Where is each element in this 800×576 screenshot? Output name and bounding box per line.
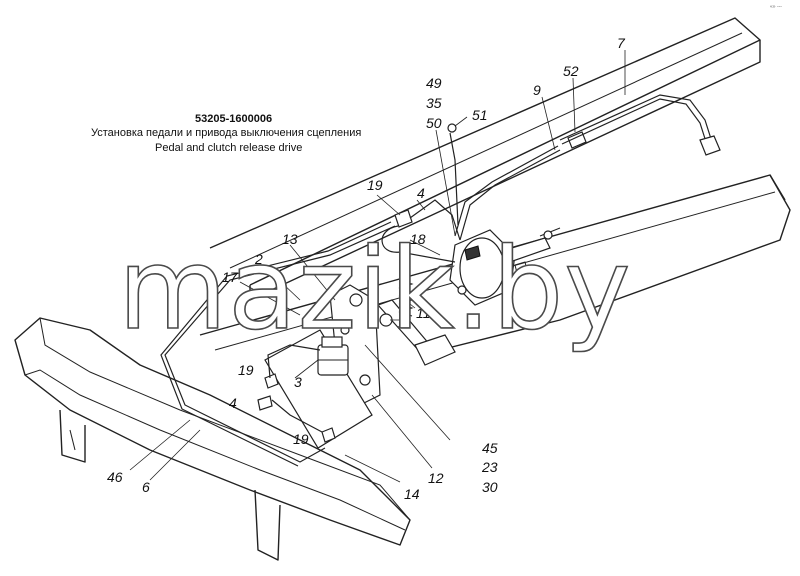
- callout-13: 13: [282, 231, 298, 247]
- drawing-code: 53205-1600006: [195, 113, 272, 125]
- callout-9: 9: [533, 82, 541, 98]
- watermark: mazik.by: [118, 225, 631, 355]
- callout-18: 18: [410, 231, 426, 247]
- return-spring: [398, 279, 414, 317]
- callout-23: 23: [481, 459, 498, 475]
- callout-14: 14: [404, 486, 420, 502]
- callout-7: 7: [617, 35, 626, 51]
- callout-19-upper: 19: [367, 177, 383, 193]
- callout-19-lower: 19: [293, 431, 309, 447]
- pipelines: [160, 132, 561, 467]
- pipe-fittings: [257, 123, 587, 443]
- callout-49: 49: [426, 75, 442, 91]
- callout-2: 2: [254, 251, 263, 267]
- callout-12: 12: [428, 470, 444, 486]
- callout-6: 6: [142, 479, 150, 495]
- callout-46: 46: [107, 469, 123, 485]
- callout-1: 1: [398, 314, 406, 330]
- callout-4-upper: 4: [417, 185, 425, 201]
- title-russian: Установка педали и привода выключения сц…: [91, 127, 361, 139]
- clutch-booster: [449, 227, 561, 306]
- corner-mark: «» ---: [770, 4, 782, 10]
- callout-45: 45: [482, 440, 498, 456]
- callout-50: 50: [426, 115, 442, 131]
- callout-17: 17: [222, 269, 239, 285]
- callout-35: 35: [426, 95, 442, 111]
- callout-30: 30: [482, 479, 498, 495]
- callout-52: 52: [563, 63, 579, 79]
- callout-4-lower: 4: [229, 395, 237, 411]
- callout-3: 3: [294, 374, 302, 390]
- callout-19-middle: 19: [238, 362, 254, 378]
- callout-51: 51: [472, 107, 488, 123]
- leader-lines: [129, 50, 626, 483]
- callout-11: 11: [416, 305, 431, 321]
- callout-labels: 7 52 9 49 35 50 51 19 4 18 13 2 17 11 1 …: [107, 35, 626, 502]
- frame-cross-member: [14, 317, 411, 561]
- title-english: Pedal and clutch release drive: [155, 142, 302, 154]
- title-block: 53205-1600006 Установка педали и привода…: [91, 113, 361, 154]
- air-hose-end: [559, 94, 721, 156]
- clutch-pedal: [376, 299, 456, 366]
